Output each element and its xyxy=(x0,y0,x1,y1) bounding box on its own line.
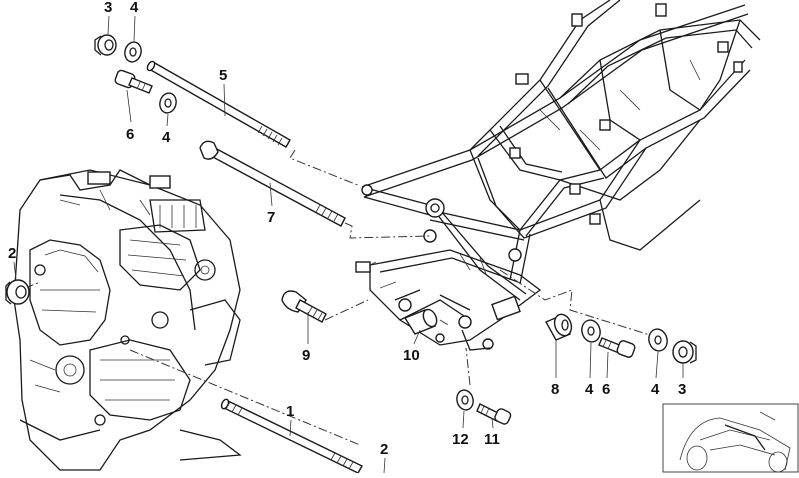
callout-label: 6 xyxy=(126,126,134,143)
washer-4-upper xyxy=(124,41,142,63)
engine-block xyxy=(13,169,242,471)
washer-4-right-b xyxy=(648,328,668,352)
bushing-10 xyxy=(403,308,438,335)
callout-label: 6 xyxy=(602,381,610,398)
callout-label: 4 xyxy=(585,381,594,398)
rear-frame-bracket xyxy=(355,249,542,351)
callout-label: 5 xyxy=(219,67,227,84)
callout-label: 10 xyxy=(403,347,420,364)
long-bolt-5 xyxy=(146,60,291,148)
callout-label: 7 xyxy=(267,209,275,226)
callout-label: 3 xyxy=(678,381,686,398)
callout-label: 4 xyxy=(651,381,660,398)
callout-label: 12 xyxy=(452,431,469,448)
washer-4-mid xyxy=(159,92,177,114)
callout-label: 3 xyxy=(104,0,112,16)
callout-label: 2 xyxy=(8,245,16,262)
callout-leaders xyxy=(13,15,684,474)
bolt-11 xyxy=(476,403,512,425)
washer-12 xyxy=(456,389,474,411)
nut-3-upper xyxy=(94,34,117,56)
nut-3-right xyxy=(672,340,697,364)
callout-label: 4 xyxy=(162,129,171,146)
callout-label: 9 xyxy=(302,347,310,364)
motorcycle-frame xyxy=(361,0,761,301)
assembly-leader-lines xyxy=(24,149,651,446)
bushing-8 xyxy=(545,313,573,341)
bolt-9 xyxy=(281,290,327,323)
long-bolt-7 xyxy=(199,140,346,227)
inset-thumbnail xyxy=(662,403,799,473)
callout-label: 1 xyxy=(286,403,294,420)
callout-labels: 3 4 5 6 4 7 2 9 10 8 4 6 4 3 1 12 11 2 xyxy=(8,0,686,458)
callout-label: 4 xyxy=(130,0,139,16)
bolt-6-right xyxy=(598,337,636,358)
washer-4-right-a xyxy=(581,319,601,343)
callout-label: 8 xyxy=(551,381,559,398)
callout-label: 11 xyxy=(484,431,500,448)
long-bolt-1 xyxy=(220,398,363,474)
nut-2-left xyxy=(5,279,30,305)
bolt-6-upper xyxy=(114,69,153,94)
callout-label: 2 xyxy=(380,441,388,458)
